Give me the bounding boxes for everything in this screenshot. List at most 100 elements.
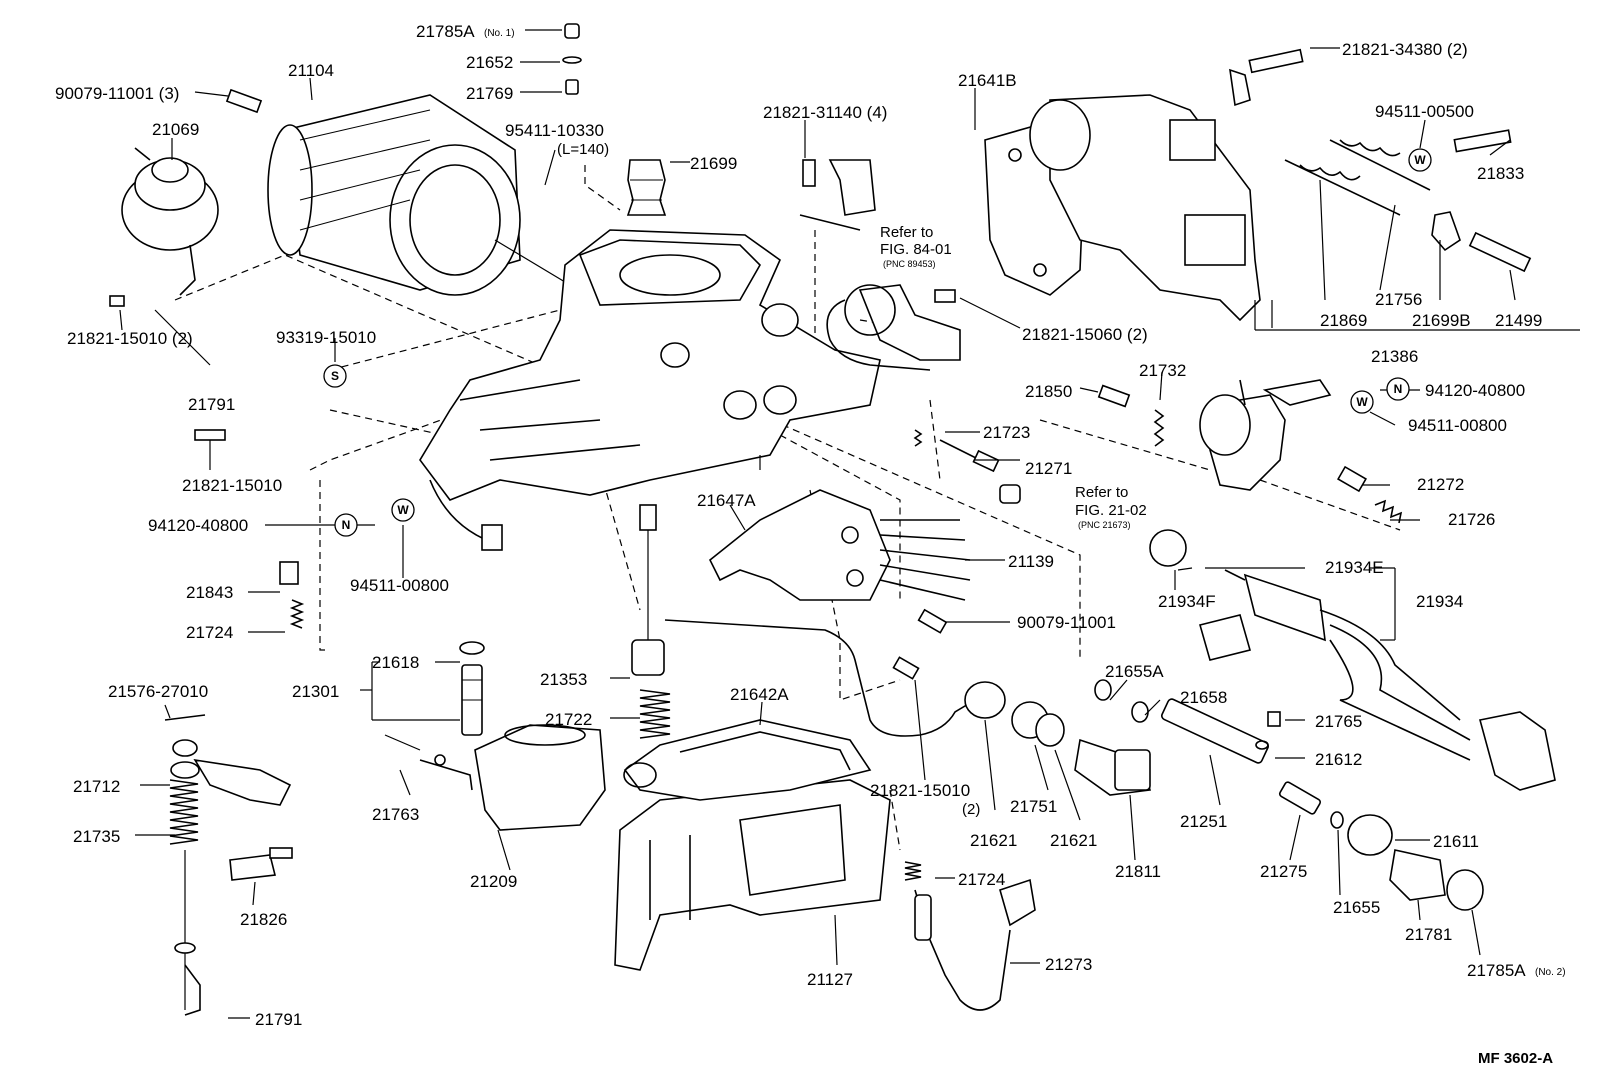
- label-21785a-no1: 21785A: [416, 22, 475, 41]
- leader-lines: [119, 29, 1516, 1019]
- drain-plug-part: [1347, 814, 1484, 911]
- label-21069: 21069: [152, 120, 199, 139]
- sensor-part: [914, 878, 1036, 1011]
- label-21642a: 21642A: [730, 685, 789, 704]
- ref-fig21-line2: FIG. 21-02: [1075, 502, 1147, 519]
- svg-text:W: W: [397, 503, 409, 517]
- label-21618: 21618: [372, 653, 419, 672]
- ref-fig84-line1: Refer to: [880, 224, 933, 241]
- label-94120-40800-right: 94120-40800: [1425, 381, 1525, 400]
- label-21821-15010: 21821-15010: [182, 476, 282, 495]
- label-21127: 21127: [807, 970, 853, 989]
- float-bowl-part: [614, 719, 891, 971]
- label-21641b: 21641B: [958, 71, 1017, 90]
- parts-artwork: [109, 23, 1580, 1016]
- label-21821-15010-2: 21821-15010 (2): [67, 329, 193, 348]
- ref-fig21-pnc: (PNC 21673): [1078, 520, 1131, 530]
- label-21821-15010-b-qty: (2): [962, 801, 980, 818]
- symbol-w-94511-right: W: [1350, 390, 1374, 414]
- label-21699: 21699: [690, 154, 737, 173]
- symbol-n-94120-left: N: [334, 513, 358, 537]
- svg-text:W: W: [1414, 153, 1426, 167]
- label-21843: 21843: [186, 583, 233, 602]
- label-21612: 21612: [1315, 750, 1362, 769]
- label-21611: 21611: [1433, 832, 1479, 851]
- pump-check-valve-part: [1094, 679, 1344, 829]
- label-21732: 21732: [1139, 361, 1186, 380]
- label-93319-15010: 93319-15010: [276, 328, 376, 347]
- label-21769: 21769: [466, 84, 513, 103]
- label-21785a-no2: 21785A: [1467, 961, 1526, 980]
- choke-motor-part: [267, 94, 571, 296]
- label-21301: 21301: [292, 682, 339, 701]
- label-21785a-no1-note: (No. 1): [484, 28, 515, 39]
- label-94511-00800-right: 94511-00800: [1408, 416, 1507, 435]
- label-21735: 21735: [73, 827, 120, 846]
- label-21251: 21251: [1180, 812, 1227, 831]
- label-21756: 21756: [1375, 290, 1422, 309]
- label-21821-15010-b: 21821-15010: [870, 781, 970, 800]
- label-95411-10330: 95411-10330: [505, 121, 604, 140]
- float-part: [384, 724, 606, 831]
- fuel-inlet-fittings-part: [964, 681, 1152, 796]
- wire-harness-part: [1149, 529, 1556, 791]
- label-21724-bottom: 21724: [958, 870, 1005, 889]
- power-jet-part: [459, 641, 485, 736]
- label-21850: 21850: [1025, 382, 1072, 401]
- label-94120-40800-left: 94120-40800: [148, 516, 248, 535]
- label-21724-left: 21724: [186, 623, 233, 642]
- link-rod-part: [164, 714, 293, 1016]
- label-21934f: 21934F: [1158, 592, 1216, 611]
- label-21723: 21723: [983, 423, 1030, 442]
- label-21104: 21104: [288, 61, 334, 80]
- label-21763: 21763: [372, 805, 419, 824]
- label-21811: 21811: [1115, 862, 1161, 881]
- diagram-code: MF 3602-A: [1478, 1050, 1553, 1067]
- solenoid-valve-part: [799, 159, 961, 371]
- bolt-parts: [109, 23, 1512, 727]
- symbol-s-93319: S: [323, 364, 347, 388]
- svg-text:W: W: [1356, 395, 1368, 409]
- ref-fig84-line2: FIG. 84-01: [880, 241, 952, 258]
- label-21934e: 21934E: [1325, 558, 1384, 577]
- needle-valve-part: [939, 439, 1021, 504]
- label-21934: 21934: [1416, 592, 1463, 611]
- svg-text:S: S: [331, 369, 339, 383]
- label-21699b: 21699B: [1412, 311, 1471, 330]
- label-21658: 21658: [1180, 688, 1227, 707]
- label-21712: 21712: [73, 777, 120, 796]
- label-21652: 21652: [466, 53, 513, 72]
- symbol-n-94120-right: N: [1386, 377, 1410, 401]
- label-90079-11001: 90079-11001: [1017, 613, 1116, 632]
- label-21499: 21499: [1495, 311, 1542, 330]
- label-21647a: 21647A: [697, 491, 756, 510]
- boot-part: [626, 159, 667, 216]
- label-21655a: 21655A: [1105, 662, 1164, 681]
- symbol-w-94511-00500: W: [1408, 148, 1432, 172]
- carburetor-body-part: [419, 229, 881, 551]
- label-21791-bottom: 21791: [255, 1010, 302, 1029]
- label-21751: 21751: [1010, 797, 1057, 816]
- label-21353: 21353: [540, 670, 587, 689]
- label-21621-a: 21621: [970, 831, 1017, 850]
- ref-fig84-pnc: (PNC 89453): [883, 259, 936, 269]
- label-21869: 21869: [1320, 311, 1367, 330]
- label-21826: 21826: [240, 910, 287, 929]
- label-21791-top: 21791: [188, 395, 235, 414]
- label-95411-length: (L=140): [557, 141, 609, 158]
- label-94511-00800-left: 94511-00800: [350, 576, 449, 595]
- label-21655: 21655: [1333, 898, 1380, 917]
- label-21272: 21272: [1417, 475, 1464, 494]
- label-94511-00500: 94511-00500: [1375, 102, 1474, 121]
- vacuum-diaphragm-part: [121, 147, 219, 296]
- plate-and-tubes-part: [708, 489, 971, 601]
- svg-text:N: N: [342, 518, 351, 532]
- label-21785a-no2-note: (No. 2): [1535, 967, 1566, 978]
- pump-plunger-part: [631, 504, 665, 676]
- fuel-tube-part: [664, 619, 976, 737]
- label-21139: 21139: [1008, 552, 1054, 571]
- label-21273: 21273: [1045, 955, 1092, 974]
- label-21386: 21386: [1371, 347, 1418, 366]
- label-21781: 21781: [1405, 925, 1452, 944]
